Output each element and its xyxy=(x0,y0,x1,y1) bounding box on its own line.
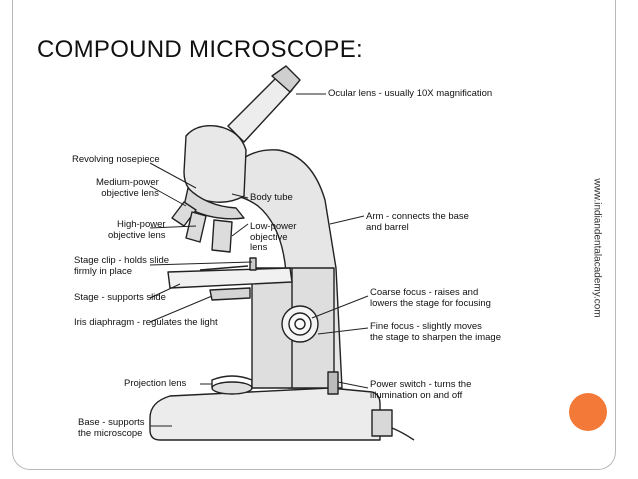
label-coarse-focus: Coarse focus - raises and lowers the sta… xyxy=(370,287,491,309)
leader-nosepiece xyxy=(149,162,197,189)
label-fine-focus: Fine focus - slightly moves the stage to… xyxy=(370,321,501,343)
power-switch xyxy=(327,371,339,395)
label-projection-lens: Projection lens xyxy=(124,378,187,389)
slide-title: COMPOUND MICROSCOPE: xyxy=(37,36,364,63)
stage-clip xyxy=(249,257,257,271)
label-revolving-nosepiece: Revolving nosepiece xyxy=(72,154,160,165)
objective-medium xyxy=(171,201,197,227)
iris-diaphragm xyxy=(209,287,251,301)
leader-coarse xyxy=(311,295,369,319)
leader-iris xyxy=(149,295,213,323)
objective-low xyxy=(211,219,233,253)
leader-stage xyxy=(149,283,181,299)
label-arm: Arm - connects the base and barrel xyxy=(366,211,469,233)
label-low-power: Low-power objective lens xyxy=(250,221,297,253)
label-base: Base - supports the microscope xyxy=(78,417,145,439)
accent-dot xyxy=(569,393,607,431)
base-side-block xyxy=(371,409,393,437)
ocular-lens xyxy=(271,65,301,93)
label-iris-diaphragm: Iris diaphragm - regulates the light xyxy=(74,317,218,328)
label-medium-power: Medium-power objective lens xyxy=(96,177,159,199)
leader-arm xyxy=(329,215,365,225)
leader-high xyxy=(149,225,197,229)
watermark-text: www.indiandentalacademy.com xyxy=(591,178,603,318)
label-high-power: High-power objective lens xyxy=(108,219,166,241)
label-power-switch: Power switch - turns the illumination on… xyxy=(370,379,472,401)
leader-switch xyxy=(337,381,369,389)
objective-high xyxy=(185,211,207,243)
label-stage: Stage - supports slide xyxy=(74,292,166,303)
power-cord xyxy=(391,427,415,441)
body-tube xyxy=(183,125,247,203)
leader-body xyxy=(231,193,249,199)
watermark: www.indiandentalacademy.com xyxy=(588,168,606,328)
label-ocular-lens: Ocular lens - usually 10X magnification xyxy=(328,88,493,99)
slide-frame xyxy=(12,0,616,470)
focus-block xyxy=(251,267,335,389)
projection-lens xyxy=(211,381,253,395)
leader-low xyxy=(231,223,249,237)
label-body-tube: Body tube xyxy=(250,192,293,203)
leader-fine xyxy=(317,327,369,335)
leader-clip xyxy=(149,261,253,266)
microscope-base xyxy=(149,387,381,441)
ocular-tube xyxy=(227,77,293,143)
label-stage-clip: Stage clip - holds slide firmly in place xyxy=(74,255,170,277)
leader-medium xyxy=(149,185,187,207)
revolving-nosepiece xyxy=(183,187,245,220)
